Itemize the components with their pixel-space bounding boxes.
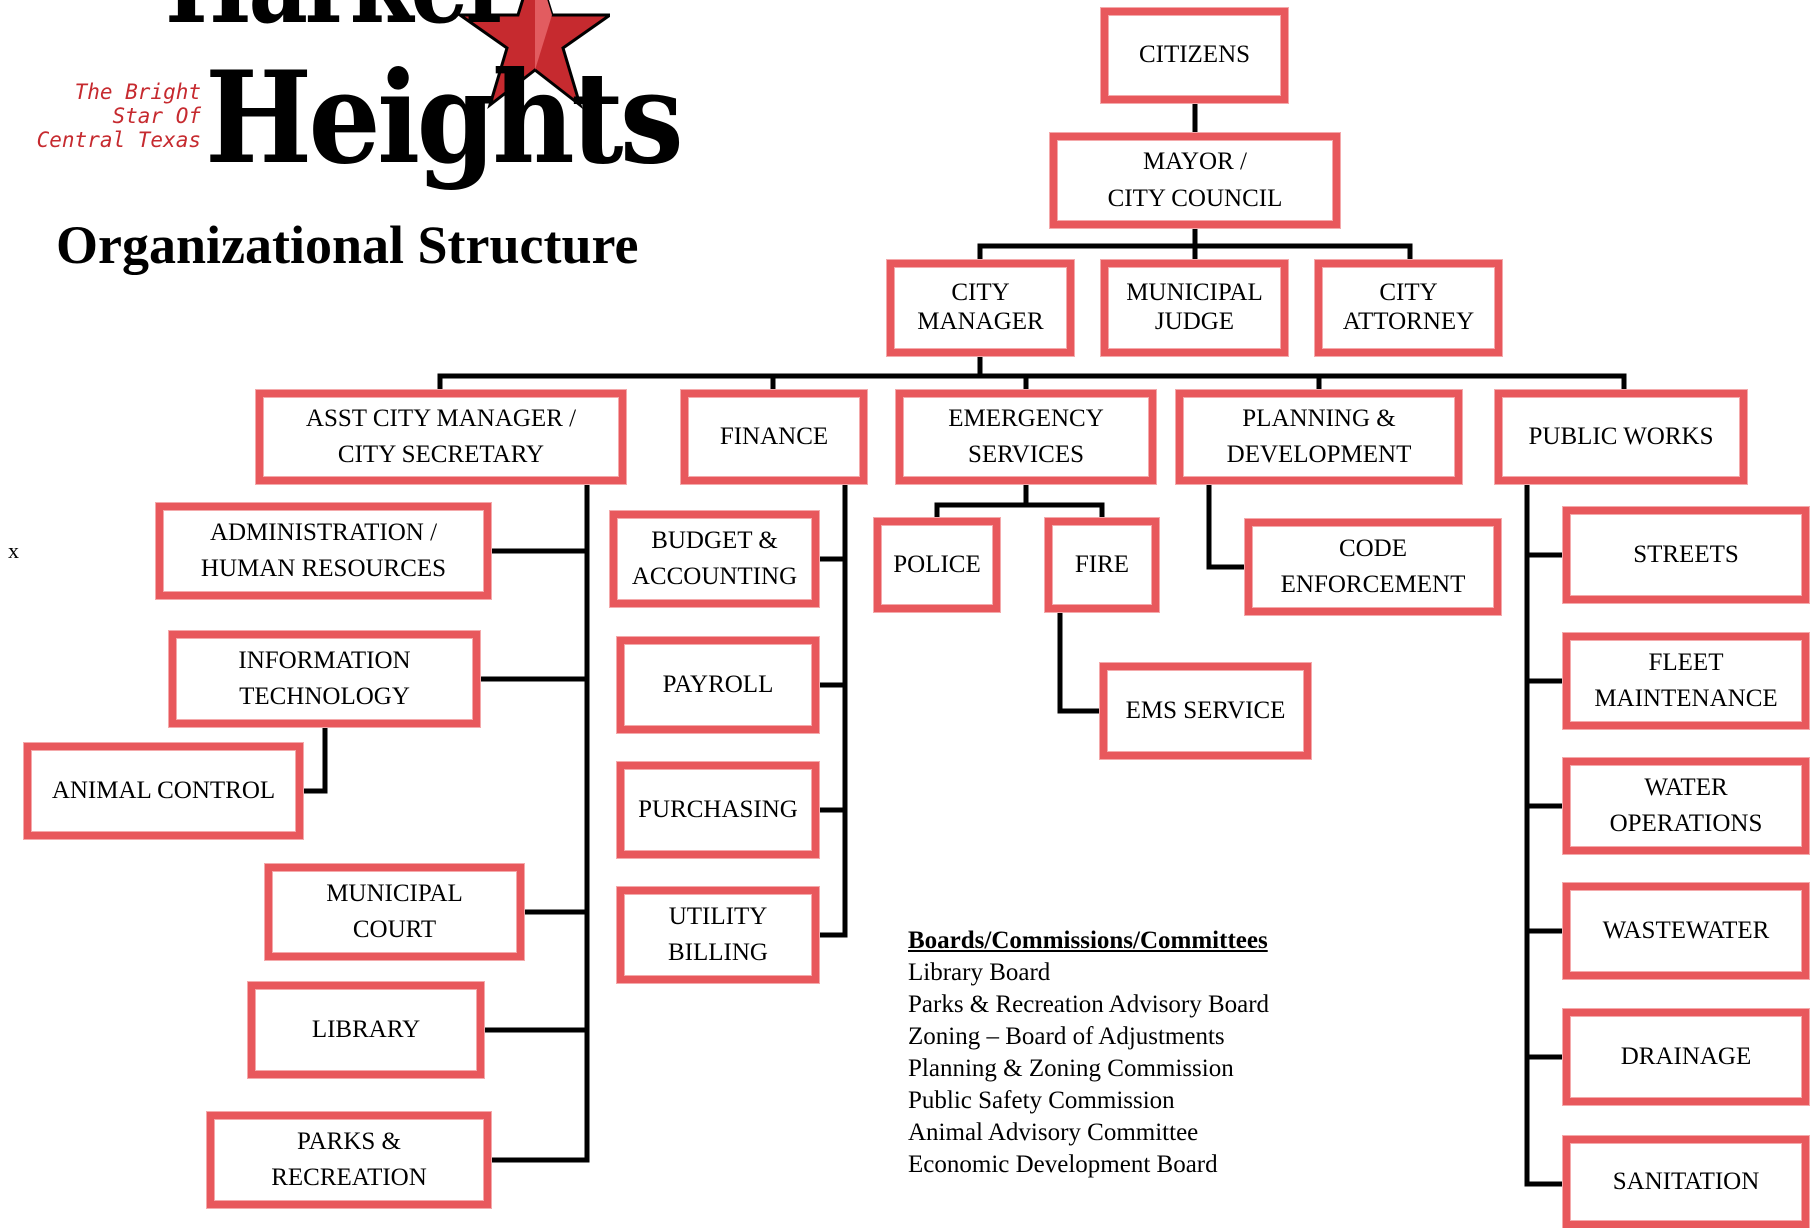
node-finance: FINANCE	[681, 390, 867, 484]
node-library: LIBRARY	[248, 982, 484, 1078]
node-budget-accounting: BUDGET & ACCOUNTING	[610, 511, 819, 607]
boards-heading: Boards/Commissions/Committees	[908, 927, 1268, 954]
node-municipal-judge: MUNICIPAL JUDGE	[1101, 260, 1288, 356]
node-drainage: DRAINAGE	[1563, 1009, 1809, 1105]
node-city-attorney: CITY ATTORNEY	[1315, 260, 1502, 356]
node-mayor: MAYOR / CITY COUNCIL	[1050, 133, 1340, 228]
logo-word-top: Harker	[165, 0, 514, 49]
node-police: POLICE	[874, 518, 1000, 612]
node-wastewater: WASTEWATER	[1563, 883, 1809, 979]
node-public-works: PUBLIC WORKS	[1495, 390, 1747, 484]
node-asst-city-manager: ASST CITY MANAGER / CITY SECRETARY	[256, 390, 626, 484]
board-item: Parks & Recreation Advisory Board	[908, 991, 1270, 1018]
node-citizens: CITIZENS	[1101, 8, 1288, 103]
node-ems-service: EMS SERVICE	[1100, 663, 1311, 759]
node-parks-recreation: PARKS & RECREATION	[207, 1112, 491, 1208]
board-item: Economic Development Board	[908, 1151, 1218, 1178]
board-item: Library Board	[908, 959, 1051, 986]
node-municipal-court: MUNICIPAL COURT	[265, 864, 524, 960]
node-sanitation: SANITATION	[1563, 1136, 1809, 1228]
node-animal-control: ANIMAL CONTROL	[24, 743, 303, 839]
board-item: Planning & Zoning Commission	[908, 1055, 1234, 1082]
node-fire: FIRE	[1045, 518, 1159, 612]
node-fleet-maintenance: FLEET MAINTENANCE	[1563, 633, 1809, 729]
node-city-manager: CITY MANAGER	[887, 260, 1074, 356]
node-utility-billing: UTILITY BILLING	[617, 887, 819, 983]
node-streets: STREETS	[1563, 507, 1809, 603]
board-item: Animal Advisory Committee	[908, 1119, 1199, 1146]
board-item: Public Safety Commission	[908, 1087, 1175, 1114]
node-emergency-services: EMERGENCY SERVICES	[896, 390, 1156, 484]
node-purchasing: PURCHASING	[617, 762, 819, 858]
page-title: Organizational Structure	[56, 215, 639, 275]
node-administration-hr: ADMINISTRATION / HUMAN RESOURCES	[156, 503, 491, 599]
board-item: Zoning – Board of Adjustments	[908, 1023, 1225, 1050]
star-icon	[455, 0, 610, 110]
node-information-technology: INFORMATION TECHNOLOGY	[169, 631, 480, 727]
node-payroll: PAYROLL	[617, 637, 819, 733]
node-water-operations: WATER OPERATIONS	[1563, 758, 1809, 854]
boards-list: Boards/Commissions/Committees Library Bo…	[908, 925, 1269, 1181]
logo-tagline: The Bright Star Of Central Texas	[36, 80, 201, 153]
side-mark: x	[8, 538, 19, 563]
node-planning-development: PLANNING & DEVELOPMENT	[1176, 390, 1462, 484]
node-code-enforcement: CODE ENFORCEMENT	[1245, 519, 1501, 615]
logo-word-bottom: Heights	[205, 44, 684, 192]
